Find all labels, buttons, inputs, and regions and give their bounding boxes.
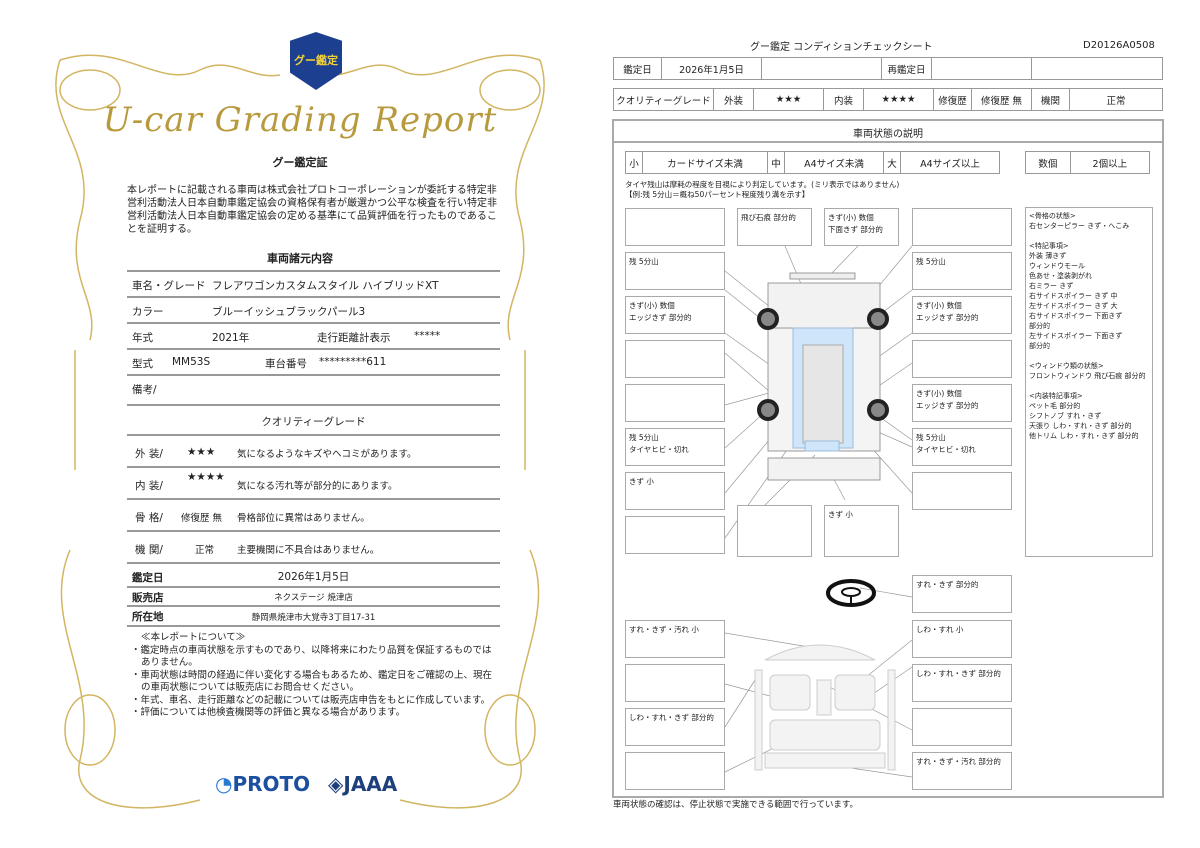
interior-box-r4: [912, 708, 1012, 746]
damage-box-l5: 残 5分山 タイヤヒビ・切れ: [625, 428, 725, 466]
condition-panel: [612, 119, 1164, 798]
interior-box-r2: しわ・すれ 小: [912, 620, 1012, 658]
car-interior-view: [754, 644, 896, 771]
cert-text: 本レポートに記載される車両は株式会社プロトコーポレーションが委託する特定非営利活…: [127, 185, 497, 235]
proto-logo: ◔PROTO: [215, 772, 311, 796]
interior-box-l4: [625, 752, 725, 790]
damage-box-r4: きず(小) 数個 エッジきず 部分的: [912, 384, 1012, 422]
damage-box-l3: [625, 340, 725, 378]
damage-box-front-left: [625, 208, 725, 246]
grading-certificate: グー鑑定 U-car Grading Report グー鑑定証 本レポートに記載…: [55, 32, 545, 809]
damage-box-l7: [625, 516, 725, 554]
jaaa-logo: ◈JAAA: [328, 772, 398, 796]
grade-interior: 内 装/★★★★気になる汚れ等が部分的にあります。: [127, 468, 500, 500]
grade-frame: 骨 格/修復歴 無骨格部位に異常はありません。: [127, 500, 500, 532]
doc-id: D20126A0508: [1083, 40, 1155, 51]
spec-row-name: 車名・グレードフレアワゴンカスタムスタイル ハイブリッドXT: [127, 272, 500, 298]
vehicle-diagram: [724, 245, 913, 778]
interior-box-r5: すれ・きず・汚れ 部分的: [912, 752, 1012, 790]
section-title: 車両状態の説明: [612, 119, 1164, 143]
gold-ornament-frame: [55, 54, 545, 809]
notes-box: <骨格の状態> 右センターピラー きず・へこみ <特記事項> 外装 薄きず ウィ…: [1025, 207, 1153, 557]
tire-note: タイヤ残山は摩耗の程度を目視により判定しています。(ミリ表示ではありません)【例…: [625, 180, 900, 199]
damage-box-r2: きず(小) 数個 エッジきず 部分的: [912, 296, 1012, 334]
cert-heading: グー鑑定証: [272, 156, 328, 169]
interior-box-l1: すれ・きず・汚れ 小: [625, 620, 725, 658]
damage-box-rear-bumper: きず 小: [824, 505, 899, 557]
steering-wheel-icon: [826, 579, 876, 607]
address-row: 所在地静岡県焼津市大覚寺3丁目17-31: [127, 607, 500, 627]
grade-exterior: 外 装/★★★気になるようなキズやヘコミがあります。: [127, 436, 500, 468]
damage-box-l1: 残 5分山: [625, 252, 725, 290]
damage-box-r3: [912, 340, 1012, 378]
damage-box-r6: [912, 472, 1012, 510]
damage-box-l4: [625, 384, 725, 422]
interior-box-r1: すれ・きず 部分的: [912, 575, 1012, 613]
shop-row: 販売店ネクステージ 焼津店: [127, 588, 500, 607]
interior-box-l3: しわ・すれ・きず 部分的: [625, 708, 725, 746]
grade-engine: 機 関/正常主要機関に不具合はありません。: [127, 532, 500, 564]
damage-box-l2: きず(小) 数個 エッジきず 部分的: [625, 296, 725, 334]
damage-box-rear-glass: [737, 505, 812, 557]
damage-box-front-right: [912, 208, 1012, 246]
spec-heading: 車両諸元内容: [267, 252, 333, 265]
damage-box-r5: 残 5分山 タイヤヒビ・切れ: [912, 428, 1012, 466]
grade-heading: クオリティーグレード: [127, 406, 500, 436]
damage-box-l6: きず 小: [625, 472, 725, 510]
interior-box-r3: しわ・すれ・きず 部分的: [912, 664, 1012, 702]
spec-row-remarks: 備考/: [127, 376, 500, 406]
footer-note: 車両状態の確認は、停止状態で実施できる範囲で行っています。: [613, 800, 859, 810]
sheet-title: グー鑑定 コンディションチェックシート: [750, 42, 933, 53]
report-notes: ≪本レポートについて≫ ・鑑定時点の車両状態を示すものであり、以降将来にわたり品…: [131, 632, 493, 718]
damage-box-front-bumper: きず(小) 数個 下面きず 部分的: [824, 208, 899, 246]
spec-row-color: カラーブルーイッシュブラックパール3: [127, 298, 500, 324]
damage-box-r1: 残 5分山: [912, 252, 1012, 290]
interior-box-l2: [625, 664, 725, 702]
grade-table: クオリティーグレード外装★★★内装★★★★修復歴修復歴 無機関正常: [613, 88, 1163, 111]
report-title: U-car Grading Report: [102, 100, 498, 140]
damage-box-windshield: 飛び石痕 部分的: [737, 208, 812, 246]
car-top-view: [757, 272, 889, 481]
